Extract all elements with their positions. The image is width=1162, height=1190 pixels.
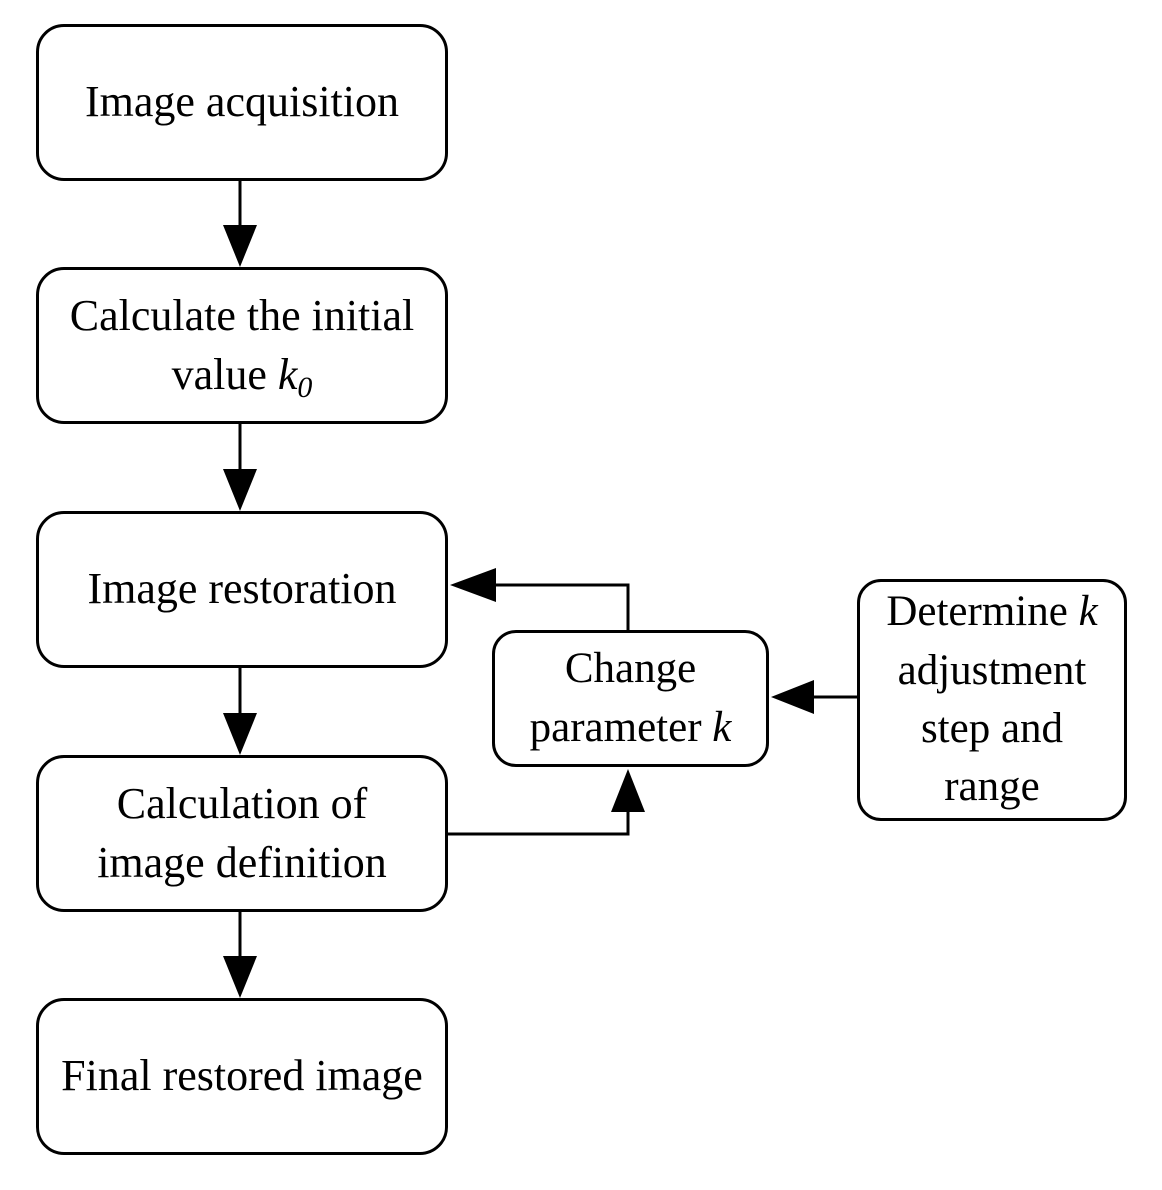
box-image-acquisition: Image acquisition: [36, 24, 448, 181]
connector-change-to-rest: [496, 583, 630, 630]
subscript-0: 0: [297, 371, 313, 405]
arrowhead-left-change: [771, 680, 814, 714]
box-calculate-initial-value: Calculate the initial value k0: [36, 267, 448, 424]
box-image-restoration: Image restoration: [36, 511, 448, 668]
label-change-line1: Change: [564, 645, 697, 693]
label-determine-line4: range: [944, 763, 1040, 811]
label-change-line2: parameter k: [529, 703, 732, 751]
label-determine-line3: step and: [920, 705, 1064, 752]
label-calculate-initial-line1: Calculate the initial: [69, 290, 415, 340]
label-calculation-line2: image definition: [97, 837, 387, 887]
box-change-parameter-k: Change parameter k: [492, 630, 769, 767]
arrowhead-left-rest: [450, 568, 496, 602]
label-determine-line1: Determine k: [886, 588, 1098, 636]
variable-k: k: [1078, 588, 1098, 636]
label-calculation-line1: Calculation of: [116, 778, 368, 828]
box-final-restored-image: Final restored image: [36, 998, 448, 1155]
connector-calc-to-change: [448, 812, 630, 836]
variable-k: k: [277, 349, 298, 399]
variable-k: k: [712, 703, 732, 751]
arrowhead-down-2: [223, 469, 257, 511]
label-final-restored-image: Final restored image: [61, 1051, 423, 1101]
arrowhead-down-1: [223, 225, 257, 267]
label-image-restoration: Image restoration: [87, 564, 397, 614]
arrowhead-down-3: [223, 713, 257, 755]
box-determine-k-adjustment: Determine k adjustment step and range: [857, 579, 1127, 821]
box-calculation-of-image-definition: Calculation of image definition: [36, 755, 448, 912]
arrowhead-up-change: [611, 769, 645, 812]
label-image-acquisition: Image acquisition: [84, 77, 399, 127]
arrowhead-down-4: [223, 956, 257, 998]
label-determine-line2: adjustment: [897, 646, 1087, 694]
label-calculate-initial-line2: value k0: [171, 349, 313, 405]
